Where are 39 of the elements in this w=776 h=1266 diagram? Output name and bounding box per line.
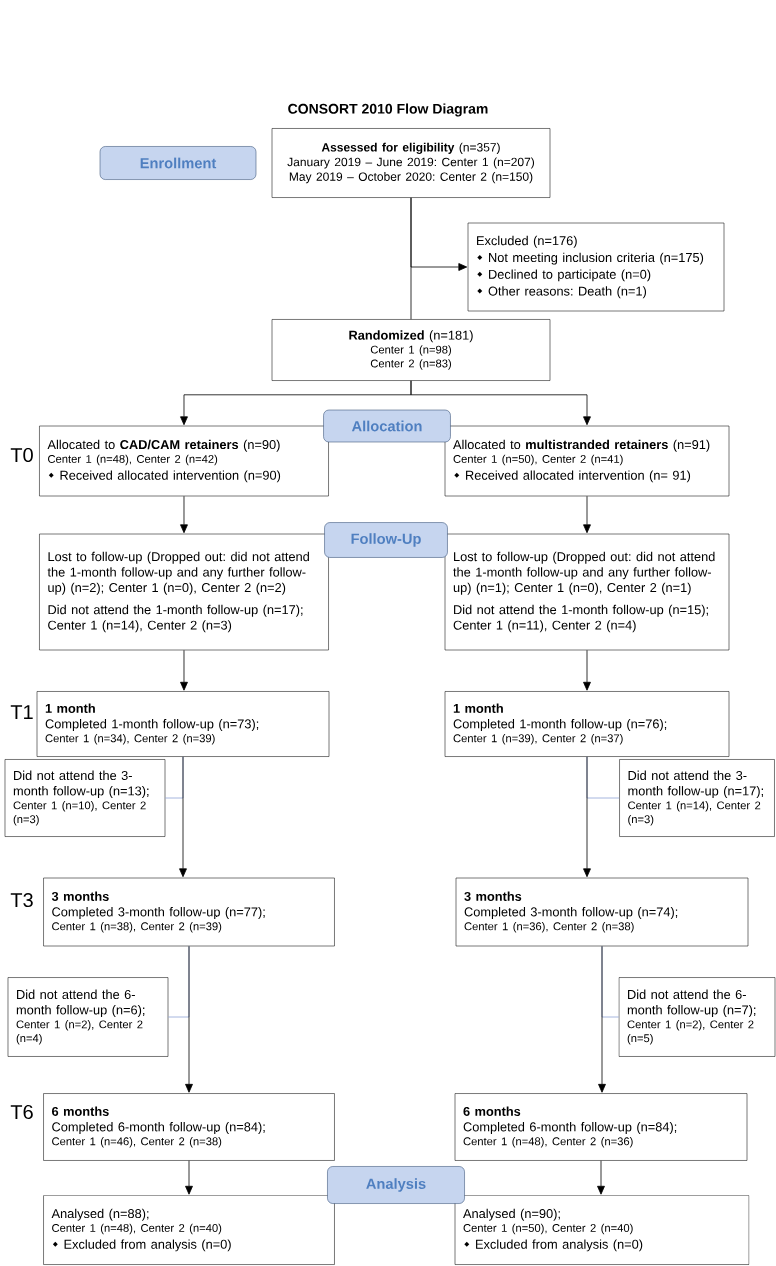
time-point-label: T3 [10,892,33,908]
arrow [583,649,591,691]
arrow [598,945,606,1093]
stage-label: Enrollment [99,146,257,180]
flow-box: 3 months Completed 3-month follow-up (n=77); Center 1 (n=38), Center 2 (n=39) [43,877,335,947]
time-point-label: T6 [10,1104,33,1120]
flow-box: 6 months Completed 6-month follow-up (n=84); Center 1 (n=48), Center 2 (n=36) [454,1093,748,1161]
arrow [410,197,468,271]
arrow [583,495,591,534]
stage-label: Analysis [327,1166,465,1204]
flow-box: Allocated to CAD/CAM retainers (n=90) Center 1 (n=48), Center 2 (n=42) Received allocated intervention (n=90) [39,425,329,497]
flow-box: 6 months Completed 6-month follow-up (n=84); Center 1 (n=46), Center 2 (n=38) [43,1093,335,1161]
flow-box: Did not attend the 3-month follow-up (n=17); Center 1 (n=14), Center 2 (n=3) [619,759,775,837]
flow-box: Lost to follow-up (Dropped out: did not attend the 1-month follow-up and any further follow-up) (n=1); Center 1 (n=0), Center 2 (n=1) Did not attend the 1-month follow-up (n=15); Center 1 (n=11), Center 2 (n=4) [444,533,730,651]
flow-box: Analysed (n=90); Center 1 (n=50), Center 2 (n=40) Excluded from analysis (n=0) [454,1195,750,1265]
flow-box: Did not attend the 3-month follow-up (n=13); Center 1 (n=10), Center 2 (n=3) [4,759,166,837]
flow-box: Lost to follow-up (Dropped out: did not attend the 1-month follow-up and any further follow-up) (n=2); Center 1 (n=0), Center 2 (n=2) Did not attend the 1-month follow-up (n=17); Center 1 (n=14), Center 2 (n=3) [39,533,329,651]
arrow [180,649,188,691]
time-point-label: T1 [10,705,33,719]
flow-box: 1 month Completed 1-month follow-up (n=76); Center 1 (n=39), Center 2 (n=37) [444,691,730,757]
arrow [185,945,193,1093]
arrow [597,1160,605,1195]
arrow [410,380,591,426]
flow-box: Excluded (n=176) Not meeting inclusion criteria (n=175) Declined to participate (n=0) Other reasons: Death (n=1) [467,222,725,312]
flow-box: Allocated to multistranded retainers (n=91) Center 1 (n=50), Center 2 (n=41) Received allocated intervention (n= 91) [444,425,730,497]
arrow [179,756,187,878]
flow-box: Randomized (n=181) Center 1 (n=98) Center 2 (n=83) [271,319,551,381]
stage-label: Follow-Up [324,522,448,558]
flow-box: 3 months Completed 3-month follow-up (n=74); Center 1 (n=36), Center 2 (n=38) [455,877,749,947]
stage-label: Allocation [323,409,451,443]
flow-box: 1 month Completed 1-month follow-up (n=73); Center 1 (n=34), Center 2 (n=39) [36,691,330,757]
flow-box: Analysed (n=88); Center 1 (n=48), Center 2 (n=40) Excluded from analysis (n=0) [43,1195,335,1265]
arrow [185,1160,193,1195]
arrow [583,756,591,878]
title: CONSORT 2010 Flow Diagram [288,103,488,117]
flow-box: Did not attend the 6-month follow-up (n=7); Center 1 (n=2), Center 2 (n=5) [618,977,776,1057]
flow-box: Did not attend the 6-month follow-up (n=6); Center 1 (n=2), Center 2 (n=4) [7,977,169,1057]
arrow [180,495,188,534]
flow-box: Assessed for eligibility (n=357) January 2019 – June 2019: Center 1 (n=207) May 2019 – October 2020: Center 2 (n=150) [271,128,551,198]
